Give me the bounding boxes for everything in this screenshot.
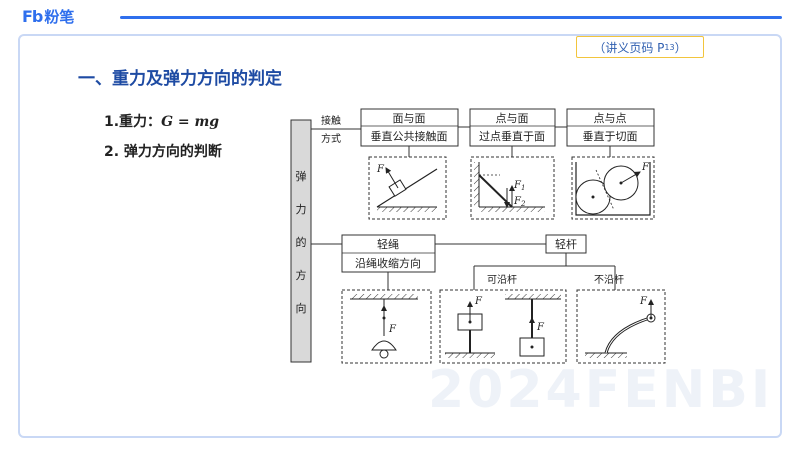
contact-label-line2: 方式 bbox=[321, 132, 341, 145]
root-char-5: 向 bbox=[296, 301, 307, 315]
root-char-2: 力 bbox=[296, 203, 307, 216]
logo-mark: Fb bbox=[22, 6, 43, 26]
root-char-3: 的 bbox=[296, 235, 307, 249]
force-F-label-5b: F bbox=[536, 322, 545, 333]
page-ref-number: 13 bbox=[664, 42, 675, 52]
rod-label: 轻杆 bbox=[555, 237, 577, 251]
root-bar bbox=[290, 119, 312, 363]
contact-2-top: 点与面 bbox=[496, 112, 529, 125]
rope-box bbox=[341, 234, 436, 273]
root-char-4: 方 bbox=[296, 268, 307, 282]
contact-label-line1: 接触 bbox=[321, 114, 341, 127]
illustration-face-face: F bbox=[368, 156, 447, 220]
item-elastic-direction: 2. 弹力方向的判断 bbox=[104, 144, 222, 160]
logo: Fb 粉笔 bbox=[22, 6, 74, 26]
logo-text: 粉笔 bbox=[44, 7, 75, 26]
contact-2-bottom: 过点垂直于面 bbox=[479, 129, 545, 143]
force-F1-label: F1 bbox=[513, 180, 525, 192]
contact-box-face-face bbox=[360, 108, 459, 147]
force-F2-label: F2 bbox=[513, 196, 526, 208]
rod-branch-not-along: 不沿杆 bbox=[594, 274, 624, 286]
force-F-label-5a: F bbox=[474, 296, 483, 307]
page-ref-suffix: ） bbox=[674, 40, 687, 55]
item-gravity: 1.重力：G = mg bbox=[104, 111, 219, 131]
item-gravity-label: 1.重力： bbox=[104, 114, 162, 130]
illustration-rod-along: F F bbox=[439, 289, 567, 364]
contact-1-top: 面与面 bbox=[393, 112, 426, 125]
slide-frame bbox=[18, 34, 782, 438]
rod-branch-along: 可沿杆 bbox=[487, 274, 517, 286]
header-divider bbox=[120, 16, 782, 19]
force-F-label-4: F bbox=[388, 324, 397, 335]
force-F-label-6: F bbox=[639, 296, 648, 307]
illustration-rod-not-along: F bbox=[576, 289, 666, 364]
force-F-label-3: F bbox=[641, 162, 650, 173]
top-bar: Fb 粉笔 bbox=[0, 0, 800, 34]
illustration-point-point: F bbox=[571, 156, 655, 220]
contact-box-point-point bbox=[566, 108, 655, 147]
watermark: 2024FENBI bbox=[428, 360, 774, 420]
contact-3-top: 点与点 bbox=[594, 112, 627, 125]
contact-3-bottom: 垂直于切面 bbox=[583, 129, 638, 143]
illustration-rope: F bbox=[341, 289, 432, 364]
force-F-label-1: F bbox=[376, 164, 385, 175]
rope-bottom: 沿绳收缩方向 bbox=[355, 256, 421, 270]
page-ref-prefix: （讲义页码 P bbox=[593, 40, 665, 55]
illustration-point-face: F1 F2 bbox=[470, 156, 555, 220]
contact-1-bottom: 垂直公共接触面 bbox=[371, 129, 448, 143]
section-title: 一、重力及弹力方向的判定 bbox=[78, 69, 282, 89]
gravity-formula: G = mg bbox=[161, 114, 220, 130]
rope-top: 轻绳 bbox=[377, 237, 399, 251]
root-char-1: 弹 bbox=[296, 169, 307, 183]
